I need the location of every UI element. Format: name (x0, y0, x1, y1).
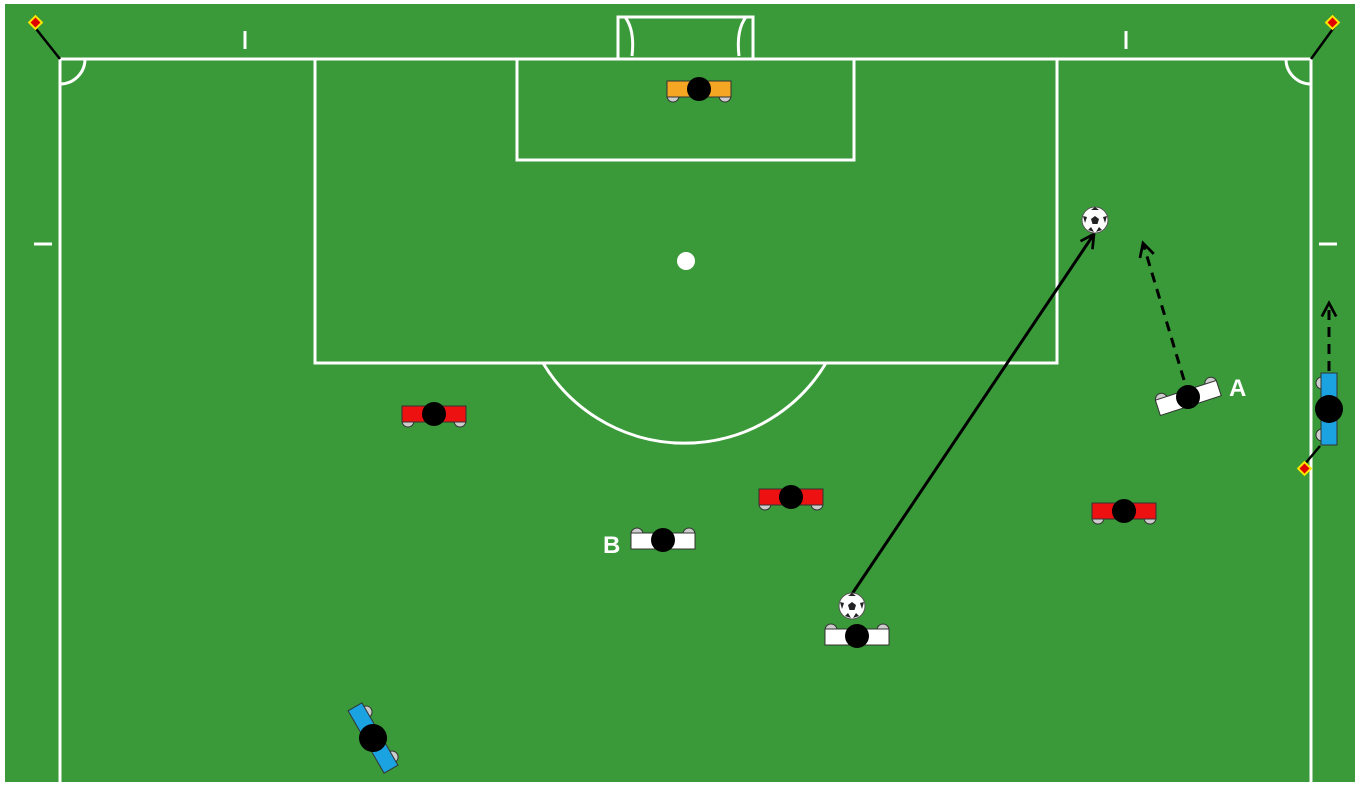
pitch-surface (5, 4, 1355, 782)
defender-left (402, 402, 466, 427)
penalty-spot (677, 252, 695, 270)
ball-target (1082, 207, 1108, 233)
goalkeeper (667, 77, 731, 102)
player-b (631, 528, 695, 552)
defender-right (1092, 499, 1156, 524)
label-player-a: A (1229, 375, 1246, 402)
ball (839, 593, 865, 619)
player-with-ball (825, 624, 889, 648)
defender-center (759, 485, 823, 510)
label-player-b: B (603, 532, 620, 559)
